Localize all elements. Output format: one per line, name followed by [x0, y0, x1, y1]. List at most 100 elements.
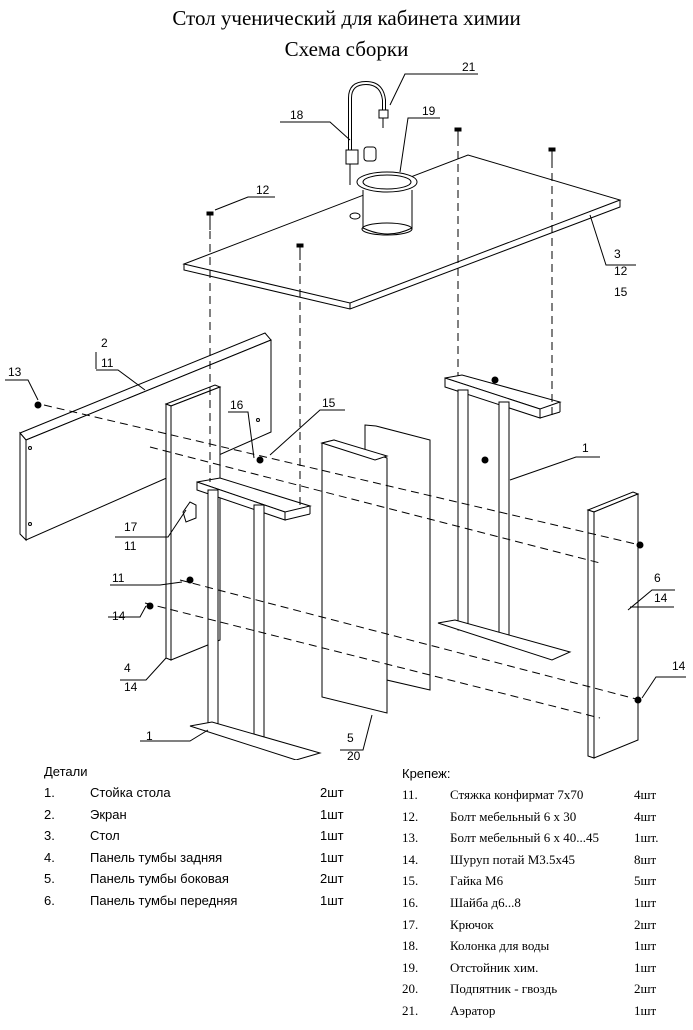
callout-c6: 6: [654, 571, 661, 585]
bolts: [34, 127, 644, 704]
fasteners-list: Крепеж: 11. Стяжка конфирмат 7х70 4шт 12. Бо…: [402, 766, 692, 1025]
callout-c4: 4: [124, 661, 131, 675]
fasteners-num: 14.: [402, 851, 419, 867]
leader-lines: [5, 73, 686, 751]
fasteners-row: 17. Крючок 2шт: [402, 917, 692, 939]
fasteners-header: Крепеж:: [402, 766, 451, 781]
water-faucet: [345, 80, 389, 220]
callout-c2b: 11: [101, 356, 114, 370]
fasteners-qty: 4шт: [634, 808, 657, 824]
fasteners-num: 19.: [402, 959, 419, 975]
callout-c1a: 1: [582, 441, 589, 455]
fasteners-num: 11.: [402, 787, 418, 802]
screen-panel: [19, 332, 272, 542]
parts-row: 2. Экран 1шт: [44, 807, 364, 829]
parts-num: 6.: [44, 892, 55, 908]
parts-num: 2.: [44, 806, 55, 822]
sink-bowl: [356, 171, 418, 236]
fasteners-qty: 2шт: [634, 916, 657, 932]
callout-c4b: 14: [124, 680, 138, 694]
callout-c17b: 11: [124, 539, 137, 553]
assembly-lines: [43, 138, 641, 719]
fasteners-name: Болт мебельный 6 х 30: [450, 808, 577, 824]
fasteners-name: Отстойник хим.: [450, 959, 539, 975]
fasteners-name: Гайка М6: [450, 873, 504, 889]
parts-num: 1.: [44, 785, 55, 800]
fasteners-num: 12.: [402, 808, 419, 824]
assembly-diagram: 2118191231215211131615117111114414614145…: [5, 60, 686, 760]
side-panel-front: [320, 439, 389, 714]
callout-c11: 11: [112, 571, 125, 585]
callout-c14a: 14: [112, 609, 126, 623]
parts-num: 3.: [44, 828, 55, 844]
parts-qty: 2шт: [320, 871, 344, 887]
hook: [182, 501, 197, 523]
fasteners-qty: 4шт: [634, 787, 657, 802]
fasteners-name: Крючок: [450, 916, 494, 932]
callout-c3: 3: [614, 247, 621, 261]
callout-c12: 12: [256, 183, 270, 197]
fasteners-name: Аэратор: [450, 1002, 496, 1018]
fasteners-name: Стяжка конфирмат 7х70: [450, 787, 584, 802]
fasteners-name: Подпятник - гвоздь: [450, 981, 558, 997]
parts-row: 6. Панель тумбы передняя 1шт: [44, 893, 364, 915]
callout-c19: 19: [422, 104, 436, 118]
fasteners-qty: 1шт: [634, 938, 657, 954]
parts-num: 4.: [44, 849, 55, 865]
fasteners-row: 12. Болт мебельный 6 х 30 4шт: [402, 809, 692, 831]
callout-c3b: 12: [614, 264, 628, 278]
fasteners-qty: 2шт: [634, 981, 657, 997]
callout-c14b: 14: [672, 659, 686, 673]
fasteners-qty: 5шт: [634, 873, 657, 889]
fasteners-num: 16.: [402, 894, 419, 910]
fasteners-qty: 1шт: [634, 894, 657, 910]
fasteners-row: 15. Гайка М6 5шт: [402, 873, 692, 895]
fasteners-qty: 1шт: [634, 1002, 657, 1018]
parts-num: 5.: [44, 871, 55, 887]
fasteners-num: 17.: [402, 916, 419, 932]
fasteners-row: 11. Стяжка конфирмат 7х70 4шт: [402, 787, 692, 809]
fasteners-name: Колонка для воды: [450, 938, 550, 954]
fasteners-num: 13.: [402, 830, 419, 846]
fasteners-row: 16. Шайба д6...8 1шт: [402, 895, 692, 917]
parts-header: Детали: [44, 764, 88, 779]
callout-c15: 15: [322, 396, 336, 410]
parts-qty: 1шт: [320, 828, 344, 844]
callout-c5: 5: [347, 731, 354, 745]
fasteners-qty: 1шт: [634, 959, 657, 975]
fasteners-num: 15.: [402, 873, 419, 889]
left-stand: [189, 477, 322, 760]
fasteners-num: 20.: [402, 981, 419, 997]
fasteners-num: 21.: [402, 1002, 419, 1018]
front-panel: [586, 491, 640, 759]
parts-row: 3. Стол 1шт: [44, 828, 364, 850]
parts-qty: 1шт: [320, 806, 344, 822]
callout-c17: 17: [124, 520, 138, 534]
parts-name: Стол: [90, 828, 120, 844]
parts-qty: 1шт: [320, 892, 344, 908]
fasteners-row: 19. Отстойник хим. 1шт: [402, 960, 692, 982]
callout-c16: 16: [230, 398, 244, 412]
callout-c5b: 20: [347, 749, 361, 760]
parts-list: Детали 1. Стойка стола 2шт 2. Экран 1шт 3. Стол…: [44, 764, 364, 915]
right-stand: [437, 374, 572, 661]
callout-c6b: 14: [654, 591, 668, 605]
page-title: Стол ученический для кабинета химии: [172, 6, 521, 30]
parts-name: Экран: [90, 806, 127, 822]
callout-c13: 13: [8, 365, 22, 379]
parts-name: Панель тумбы боковая: [90, 871, 229, 887]
fasteners-name: Шуруп потай М3.5х45: [450, 851, 576, 867]
parts-row: 5. Панель тумбы боковая 2шт: [44, 871, 364, 893]
parts-name: Стойка стола: [90, 785, 171, 800]
callout-c3c: 15: [614, 285, 628, 299]
parts-name: Панель тумбы передняя: [90, 892, 238, 908]
callout-c21: 21: [462, 60, 476, 74]
fasteners-name: Шайба д6...8: [450, 894, 521, 910]
fasteners-row: 20. Подпятник - гвоздь 2шт: [402, 981, 692, 1003]
fasteners-qty: 1шт.: [634, 830, 659, 846]
